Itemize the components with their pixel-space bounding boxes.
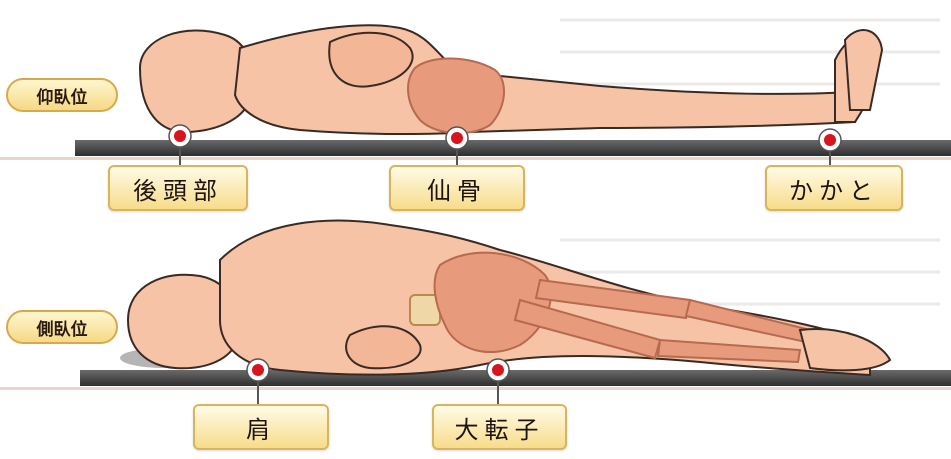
site-label-occiput: 後頭部 [108,165,248,211]
site-label-greater-trochanter: 大転子 [432,404,567,450]
supine-bed [0,140,951,160]
supine-posture-badge: 仰臥位 [6,78,118,112]
background-lines [560,20,940,304]
site-label-sacrum: 仙骨 [389,165,525,211]
supine-body-figure [140,25,882,134]
lateral-posture-badge: 側臥位 [6,310,118,344]
site-label-heel: かかと [765,165,903,211]
lateral-bed [0,370,951,390]
site-label-shoulder: 肩 [193,404,329,450]
lateral-body-figure [128,221,890,375]
